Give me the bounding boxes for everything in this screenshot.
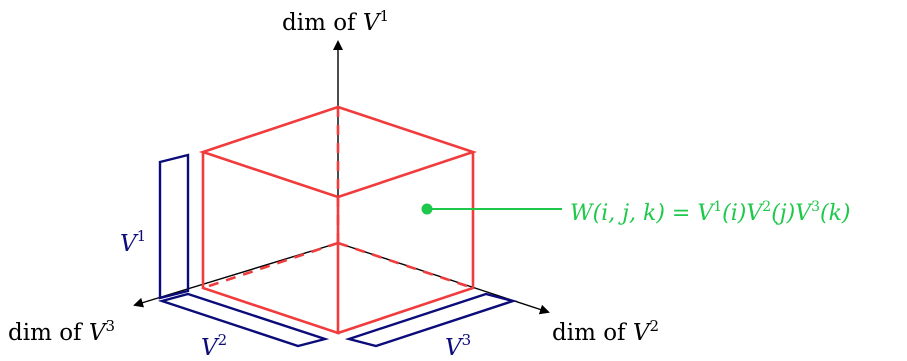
axes (133, 40, 550, 315)
vertical-axis-label: dim of V1 (282, 7, 389, 36)
cube-visible-edges (198, 105, 478, 335)
right-axis-label: dim of V2 (552, 317, 659, 346)
vector-bars (157, 153, 518, 348)
vector-v1-label: V1 (120, 227, 146, 257)
vector-v3-bar (344, 292, 518, 348)
left-axis-label: dim of V3 (8, 317, 115, 346)
formula-point (421, 203, 433, 215)
vector-v1-bar (158, 153, 190, 300)
vector-v2-label: V2 (201, 331, 227, 361)
formula-label: W(i, j, k) = V1(i)V2(j)V3(k) (570, 199, 851, 226)
cube-left-face (201, 152, 340, 335)
vector-v3-label: V3 (445, 331, 471, 361)
vector-v2-bar (157, 292, 330, 348)
cube-hidden-edge-left (202, 241, 339, 290)
cube-hidden-edge-right (337, 241, 474, 290)
cube-right-face (337, 152, 475, 335)
